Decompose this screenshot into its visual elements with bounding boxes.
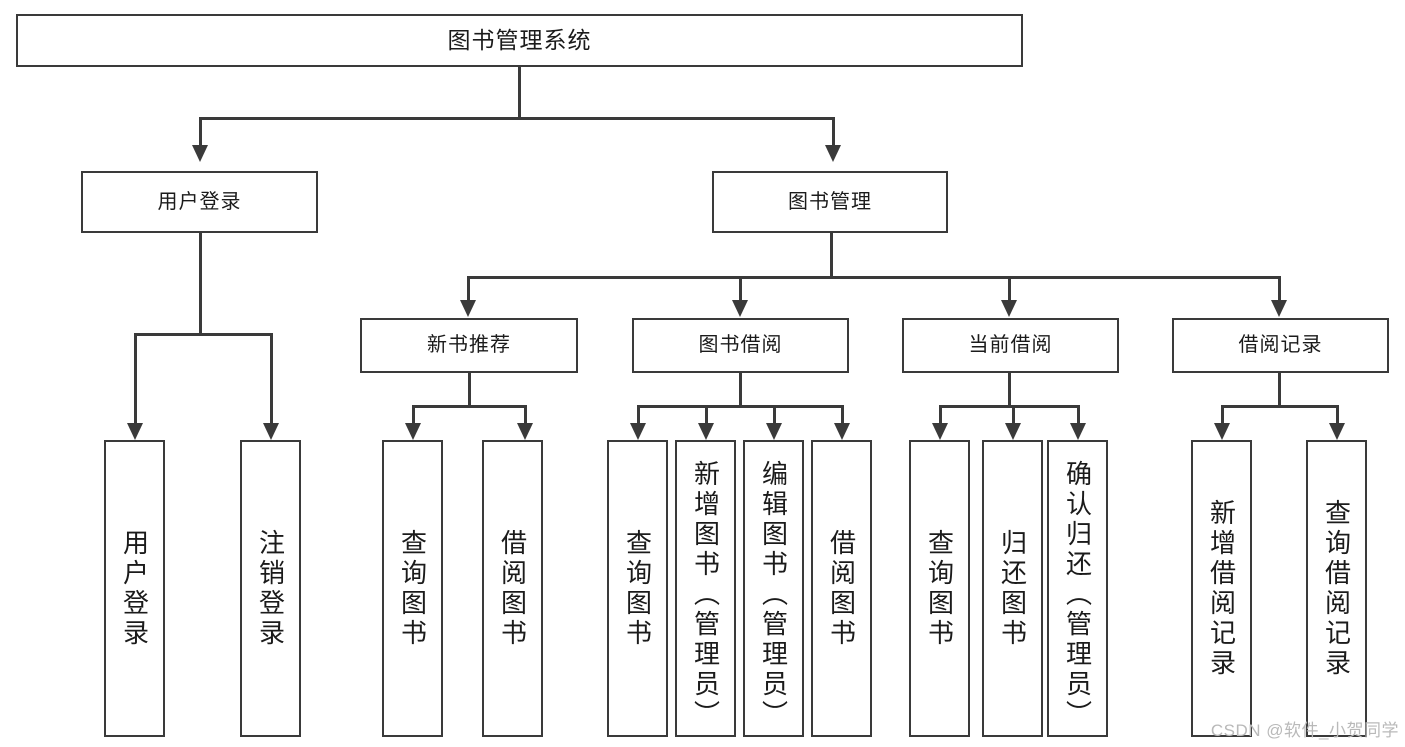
connector-borrow-stem bbox=[739, 373, 742, 407]
connector-login-stem bbox=[199, 233, 202, 335]
arrow-borrow-to-leaf-1 bbox=[698, 423, 714, 440]
arrow-login-to-leaf-0 bbox=[127, 423, 143, 440]
node-label: 借阅图书 bbox=[826, 528, 857, 649]
arrow-borrow-to-leaf-2 bbox=[766, 423, 782, 440]
leaf-current-return-book[interactable]: 归还图书 bbox=[982, 440, 1043, 737]
watermark: CSDN @软件_小贺同学 bbox=[1210, 721, 1399, 740]
leaf-newbook-borrow-book[interactable]: 借阅图书 bbox=[482, 440, 543, 737]
node-label: 查询图书 bbox=[924, 528, 955, 649]
connector-record-to-leaf-1 bbox=[1336, 405, 1339, 423]
node-book-borrow[interactable]: 图书借阅 bbox=[632, 318, 849, 373]
arrow-borrow-to-leaf-3 bbox=[834, 423, 850, 440]
connector-current-stem bbox=[1008, 373, 1011, 407]
arrow-bookmgr-to-current bbox=[1001, 300, 1017, 317]
leaf-record-query-record[interactable]: 查询借阅记录 bbox=[1306, 440, 1367, 737]
node-book-management-system[interactable]: 图书管理系统 bbox=[16, 14, 1023, 67]
arrow-newbook-to-leaf-0 bbox=[405, 423, 421, 440]
node-label: 图书管理 bbox=[788, 190, 872, 213]
node-label: 查询借阅记录 bbox=[1321, 498, 1352, 679]
node-label: 当前借阅 bbox=[968, 334, 1053, 356]
leaf-newbook-query-book[interactable]: 查询图书 bbox=[382, 440, 443, 737]
connector-borrow-to-leaf-1 bbox=[705, 405, 708, 423]
leaf-record-add-record[interactable]: 新增借阅记录 bbox=[1191, 440, 1252, 737]
leaf-borrow-add-book-admin[interactable]: 新增图书（管理员） bbox=[675, 440, 736, 737]
leaf-current-query-book[interactable]: 查询图书 bbox=[909, 440, 970, 737]
node-label: 图书管理系统 bbox=[447, 27, 592, 54]
arrow-record-to-leaf-1 bbox=[1329, 423, 1345, 440]
node-user-login[interactable]: 用户登录 bbox=[81, 171, 318, 233]
connector-current-to-leaf-1 bbox=[1012, 405, 1015, 423]
node-current-borrow[interactable]: 当前借阅 bbox=[902, 318, 1119, 373]
arrow-borrow-to-leaf-0 bbox=[630, 423, 646, 440]
connector-current-to-leaf-0 bbox=[939, 405, 942, 423]
connector-current-bar bbox=[939, 405, 1079, 408]
node-label: 归还图书 bbox=[997, 528, 1028, 649]
leaf-borrow-query-book[interactable]: 查询图书 bbox=[607, 440, 668, 737]
connector-record-to-leaf-0 bbox=[1221, 405, 1224, 423]
connector-root-to-login bbox=[199, 117, 202, 145]
node-book-management[interactable]: 图书管理 bbox=[712, 171, 948, 233]
connector-newbook-to-leaf-1 bbox=[524, 405, 527, 423]
node-label: 新增图书（管理员） bbox=[690, 459, 721, 730]
arrow-current-to-leaf-2 bbox=[1070, 423, 1086, 440]
connector-root-stem bbox=[518, 67, 521, 119]
node-label: 新书推荐 bbox=[427, 334, 511, 356]
connector-bookmgr-to-current bbox=[1008, 276, 1011, 300]
connector-current-to-leaf-2 bbox=[1077, 405, 1080, 423]
connector-borrow-to-leaf-3 bbox=[841, 405, 844, 423]
node-label: 查询图书 bbox=[397, 528, 428, 649]
node-label: 用户登录 bbox=[119, 528, 150, 649]
connector-record-stem bbox=[1278, 373, 1281, 407]
connector-root-bar bbox=[199, 117, 835, 120]
connector-borrow-bar bbox=[637, 405, 843, 408]
node-label: 注销登录 bbox=[255, 528, 286, 649]
node-new-book-recommend[interactable]: 新书推荐 bbox=[360, 318, 578, 373]
node-label: 编辑图书（管理员） bbox=[758, 459, 789, 730]
arrow-newbook-to-leaf-1 bbox=[517, 423, 533, 440]
connector-newbook-stem bbox=[468, 373, 471, 407]
arrow-bookmgr-to-borrow bbox=[732, 300, 748, 317]
leaf-borrow-borrow-book[interactable]: 借阅图书 bbox=[811, 440, 872, 737]
arrow-current-to-leaf-1 bbox=[1005, 423, 1021, 440]
node-label: 用户登录 bbox=[157, 190, 242, 213]
node-label: 图书借阅 bbox=[698, 334, 783, 356]
connector-bookmgr-to-borrow bbox=[739, 276, 742, 300]
arrow-bookmgr-to-newbook bbox=[460, 300, 476, 317]
connector-newbook-to-leaf-0 bbox=[412, 405, 415, 423]
connector-root-to-bookmgr bbox=[832, 117, 835, 145]
leaf-user-login[interactable]: 用户登录 bbox=[104, 440, 165, 737]
connector-bookmgr-stem bbox=[830, 233, 833, 278]
node-label: 查询图书 bbox=[622, 528, 653, 649]
connector-borrow-to-leaf-2 bbox=[773, 405, 776, 423]
arrow-record-to-leaf-0 bbox=[1214, 423, 1230, 440]
connector-bookmgr-to-record bbox=[1278, 276, 1281, 300]
node-label: 借阅图书 bbox=[497, 528, 528, 649]
leaf-borrow-edit-book-admin[interactable]: 编辑图书（管理员） bbox=[743, 440, 804, 737]
connector-borrow-to-leaf-0 bbox=[637, 405, 640, 423]
connector-record-bar bbox=[1221, 405, 1338, 408]
arrow-root-to-login bbox=[192, 145, 208, 162]
connector-login-to-leaf-1 bbox=[270, 333, 273, 423]
arrow-bookmgr-to-record bbox=[1271, 300, 1287, 317]
connector-bookmgr-to-newbook bbox=[467, 276, 470, 300]
node-borrow-record[interactable]: 借阅记录 bbox=[1172, 318, 1389, 373]
connector-login-to-leaf-0 bbox=[134, 333, 137, 423]
connector-bookmgr-bar bbox=[467, 276, 1280, 279]
connector-login-bar bbox=[134, 333, 272, 336]
node-label: 借阅记录 bbox=[1238, 334, 1323, 356]
arrow-current-to-leaf-0 bbox=[932, 423, 948, 440]
node-label: 新增借阅记录 bbox=[1206, 498, 1237, 679]
leaf-current-confirm-return-admin[interactable]: 确认归还（管理员） bbox=[1047, 440, 1108, 737]
node-label: 确认归还（管理员） bbox=[1062, 459, 1093, 730]
arrow-login-to-leaf-1 bbox=[263, 423, 279, 440]
arrow-root-to-bookmgr bbox=[825, 145, 841, 162]
connector-newbook-bar bbox=[412, 405, 526, 408]
leaf-logout[interactable]: 注销登录 bbox=[240, 440, 301, 737]
